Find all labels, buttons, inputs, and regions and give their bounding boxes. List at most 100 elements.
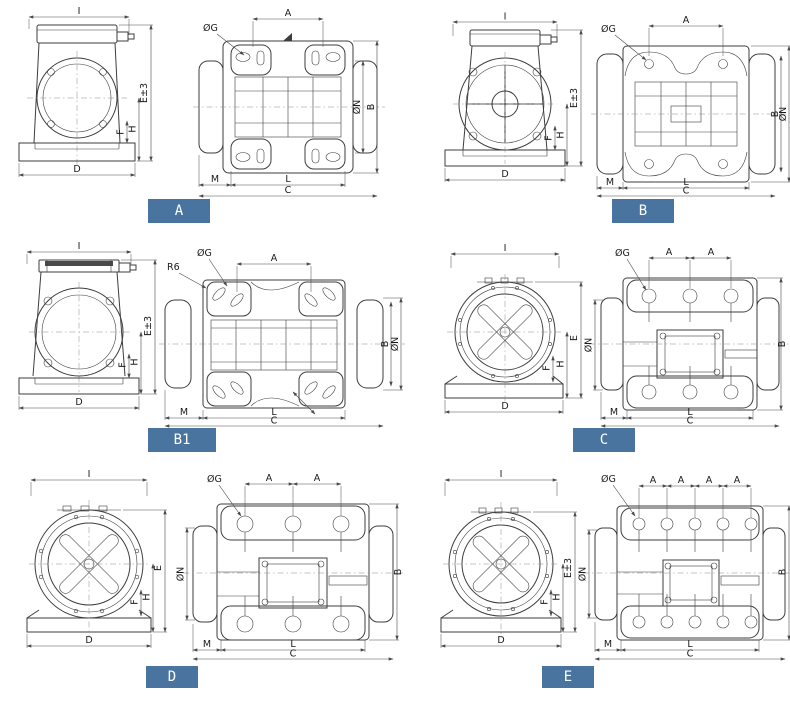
dim-label-B: B [777, 341, 788, 348]
dim-label-D: D [501, 169, 508, 180]
dim-label-D: D [85, 635, 92, 646]
dim-label-M: M [606, 177, 614, 188]
panel-e-drawing: I D E±3 H F ØG A A A A [440, 469, 790, 661]
panel-b-end-dims: I D E±3 H F [444, 12, 583, 182]
dim-label-L: L [290, 639, 296, 650]
dim-label-body-dia: ØN [176, 567, 187, 582]
dim-label-E: E±3 [139, 83, 150, 103]
dim-label-F: F [544, 135, 555, 140]
badge-a: A [148, 199, 210, 223]
dim-label-I: I [78, 6, 81, 17]
dim-label-H: H [130, 358, 141, 365]
dim-label-hole-dia: ØG [615, 248, 630, 259]
dim-label-B: B [770, 111, 781, 118]
dim-label-F: F [130, 599, 141, 604]
dim-label-body-dia: ØN [578, 567, 589, 582]
dim-label-C: C [290, 649, 297, 660]
dim-label-C: C [285, 185, 292, 196]
dim-label-body-dia: ØN [778, 107, 789, 122]
dim-label-H: H [556, 131, 567, 138]
dim-label-A2: A [314, 473, 321, 484]
dim-label-body-dia: ØN [390, 337, 401, 352]
dim-label-M: M [203, 639, 211, 650]
panel-e-side-dims: ØG A A A A ØN B M L C [578, 474, 790, 661]
dim-label-A: A [683, 15, 690, 26]
panel-b1-end-view [18, 259, 140, 395]
panel-a-drawing: I D E±3 H F A ØG ØN B [18, 6, 385, 198]
dim-label-body-dia: ØN [584, 338, 595, 353]
dim-label-D: D [75, 397, 82, 408]
panel-d-drawing: I D E H F ØG A A ØN [26, 469, 404, 661]
dim-label-hole-dia: ØG [601, 24, 616, 35]
panel-b-end-view [444, 29, 566, 167]
panel-a-end-view [18, 24, 136, 165]
dim-label-body-dia: ØN [352, 100, 363, 115]
dim-label-A2: A [708, 247, 715, 258]
dim-label-hole-dia: ØG [207, 474, 222, 485]
dim-label-L: L [687, 407, 693, 418]
dim-label-L: L [683, 177, 689, 188]
dim-label-E: E±3 [569, 88, 580, 108]
dim-label-F: F [542, 365, 553, 370]
panel-b1-side-dims: ØG R6 A B ØN M L C [164, 248, 403, 428]
dim-label-A3: A [706, 475, 713, 486]
dim-label-B: B [393, 569, 404, 576]
panel-b1-drawing: I D E±3 H F ØG R6 [18, 241, 405, 428]
dim-label-L: L [285, 174, 291, 185]
dim-label-hole-dia: ØG [601, 474, 616, 485]
dim-label-C: C [687, 416, 694, 427]
panel-b-side-view [591, 45, 787, 183]
badge-e: E [542, 666, 594, 688]
panel-d-side-view [183, 503, 403, 641]
panel-d-end-view [26, 500, 152, 638]
dim-label-E: E±3 [563, 558, 574, 578]
dim-label-M: M [604, 639, 612, 650]
badge-b: B [612, 199, 674, 223]
dim-label-I: I [78, 241, 81, 252]
panel-c-drawing: I D E H F ØG A A ØN [444, 243, 790, 428]
badge-b1: B1 [148, 428, 216, 452]
panel-b-drawing: I D E±3 H F ØG A B ØN M [444, 12, 790, 198]
dim-label-D: D [73, 164, 80, 175]
dim-label-A2: A [678, 475, 685, 486]
dim-label-C: C [683, 186, 690, 197]
badge-d: D [146, 666, 198, 688]
panel-e-end-view [440, 502, 562, 638]
dim-label-A1: A [666, 247, 673, 258]
panel-a-end-dims: I D E±3 H F [18, 6, 153, 177]
panel-b1-end-dims: I D E±3 H F [18, 241, 157, 410]
panel-c-end-dims: I D E H F [444, 243, 583, 414]
panel-c-side-dims: ØG A A ØN B M L C [584, 247, 788, 428]
panel-b-side-dims: ØG A B ØN M L C [596, 15, 790, 198]
dim-label-H: H [552, 593, 563, 600]
panel-c-side-view [589, 277, 790, 411]
dim-label-hole-dia: ØG [203, 23, 218, 34]
dim-label-L: L [271, 407, 277, 418]
dim-label-H: H [128, 125, 139, 132]
dim-label-hole-dia: ØG [197, 248, 212, 259]
dim-label-L: L [687, 639, 693, 650]
panel-d-end-dims: I D E H F [26, 469, 167, 648]
dim-label-H: H [556, 360, 567, 367]
dim-label-F: F [116, 129, 127, 134]
panel-e-end-dims: I D E±3 H F [440, 469, 577, 648]
panel-d-side-dims: ØG A A ØN B M L C [176, 473, 404, 661]
dim-label-B: B [380, 341, 391, 348]
panel-e-side-view [583, 505, 789, 641]
dim-label-I: I [504, 243, 507, 254]
dim-label-R6: R6 [167, 262, 180, 273]
dim-label-F: F [540, 599, 551, 604]
dim-label-I: I [88, 469, 91, 480]
badge-c: C [573, 428, 635, 452]
panel-c-end-view [444, 274, 564, 404]
dim-label-A: A [271, 253, 278, 264]
dim-label-D: D [501, 401, 508, 412]
dim-label-A1: A [266, 473, 273, 484]
panel-a-side-dims: A ØG ØN B M L C [198, 8, 379, 198]
dim-label-I: I [500, 469, 503, 480]
dim-label-A4: A [734, 475, 741, 486]
dim-label-B: B [778, 569, 789, 576]
dim-label-F: F [118, 362, 129, 367]
dim-label-E: E±3 [143, 316, 154, 336]
dim-label-E: E [569, 335, 580, 341]
